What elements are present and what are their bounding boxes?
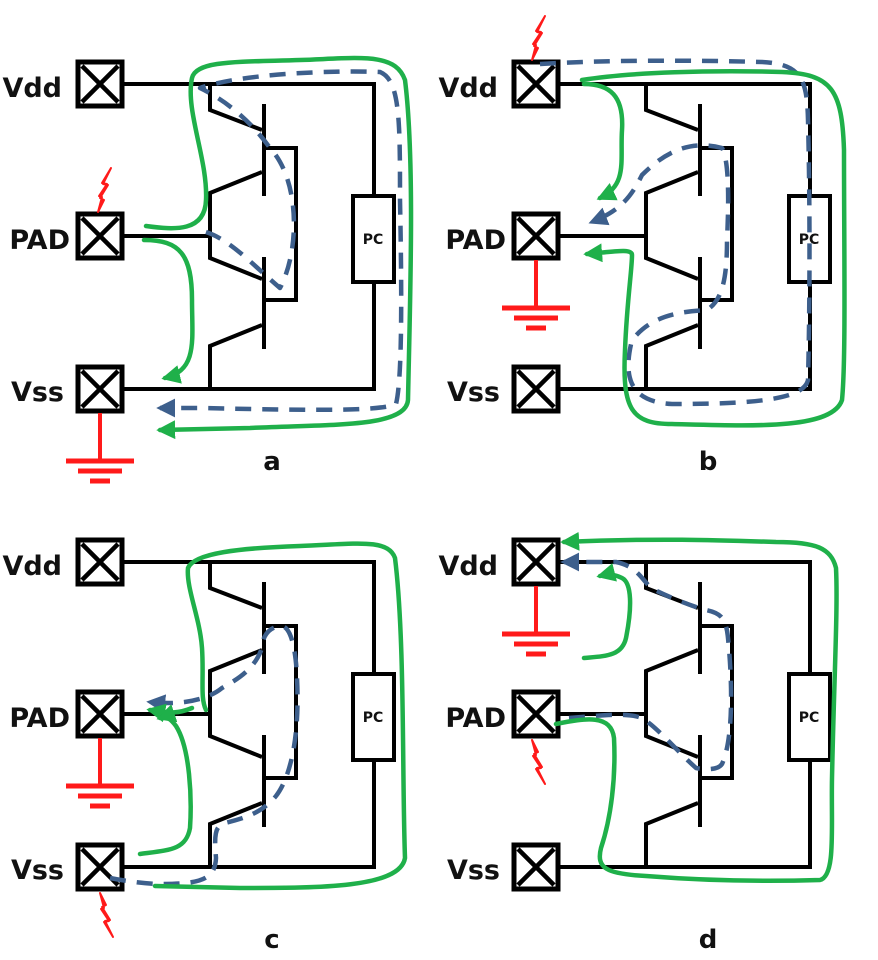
green-current-path [579, 69, 847, 428]
npn-pnp-link [644, 648, 699, 759]
vdd-label: Vdd [438, 551, 498, 582]
blue-dashed-current-path [109, 623, 300, 887]
vdd-rail [123, 560, 376, 674]
esd-zap-icon [531, 739, 546, 785]
esd-zap-icon [97, 167, 112, 213]
power-clamp-label: PC [799, 232, 820, 248]
collector-link [264, 624, 298, 780]
green-current-path [152, 541, 408, 891]
vdd-label: Vdd [2, 73, 62, 104]
green-current-path [146, 703, 195, 723]
blue-dashed-current-path [156, 69, 404, 418]
lower-emitter [644, 801, 699, 867]
pad-pad-cross-icon [80, 216, 120, 256]
vss-rail [123, 282, 376, 391]
lower-emitter [208, 801, 263, 867]
vdd-pad-cross-icon [80, 64, 120, 104]
vss-label: Vss [447, 855, 500, 886]
panel-caption: b [699, 447, 718, 477]
collector-link [264, 146, 298, 302]
power-clamp-box [787, 672, 832, 762]
power-clamp-box [351, 672, 396, 762]
pad-pad-cross-icon [516, 694, 556, 734]
upper-emitter [208, 562, 263, 610]
power-clamp-box [787, 194, 832, 284]
green-current-path [553, 531, 839, 884]
vdd-label: Vdd [2, 551, 62, 582]
panel-caption: c [264, 925, 279, 955]
esd-zap-icon [99, 892, 114, 938]
npn-pnp-link [208, 648, 263, 759]
vss-label: Vss [447, 377, 500, 408]
vss-pad-cross-icon [516, 369, 556, 409]
blue-dashed-current-path [560, 552, 734, 772]
vss-rail [559, 282, 812, 391]
vss-label: Vss [11, 855, 64, 886]
pad-label: PAD [9, 703, 70, 734]
pad-pad-cross-icon [80, 694, 120, 734]
vss-pad-cross-icon [516, 847, 556, 887]
panel-caption: a [263, 447, 281, 477]
vdd-rail [559, 82, 812, 196]
collector-link [700, 624, 734, 780]
vss-pad-cross-icon [80, 369, 120, 409]
npn-pnp-link [644, 170, 699, 281]
lower-emitter [644, 323, 699, 389]
vdd-pad-cross-icon [80, 542, 120, 582]
power-clamp-label: PC [363, 710, 384, 726]
vdd-label: Vdd [438, 73, 498, 104]
vdd-pad-cross-icon [516, 542, 556, 582]
pad-label: PAD [445, 703, 506, 734]
upper-emitter [644, 562, 699, 610]
pad-label: PAD [445, 225, 506, 256]
green-current-path [581, 563, 633, 661]
power-clamp-box [351, 194, 396, 284]
vss-label: Vss [11, 377, 64, 408]
pad-label: PAD [9, 225, 70, 256]
green-current-path [581, 81, 625, 201]
vss-rail [559, 760, 812, 869]
vdd-pad-cross-icon [516, 64, 556, 104]
power-clamp-label: PC [799, 710, 820, 726]
npn-pnp-link [208, 170, 263, 281]
green-current-path [137, 704, 193, 857]
green-current-path [143, 55, 414, 440]
power-clamp-label: PC [363, 232, 384, 248]
panel-caption: d [699, 925, 718, 955]
vdd-rail [559, 560, 812, 674]
esd-zap-icon [531, 15, 546, 61]
vdd-rail [123, 82, 376, 196]
upper-emitter [644, 84, 699, 132]
green-current-path [141, 237, 195, 384]
upper-emitter [208, 84, 263, 132]
lower-emitter [208, 323, 263, 389]
vss-rail [123, 760, 376, 869]
pad-pad-cross-icon [516, 216, 556, 256]
blue-dashed-current-path [539, 58, 812, 407]
